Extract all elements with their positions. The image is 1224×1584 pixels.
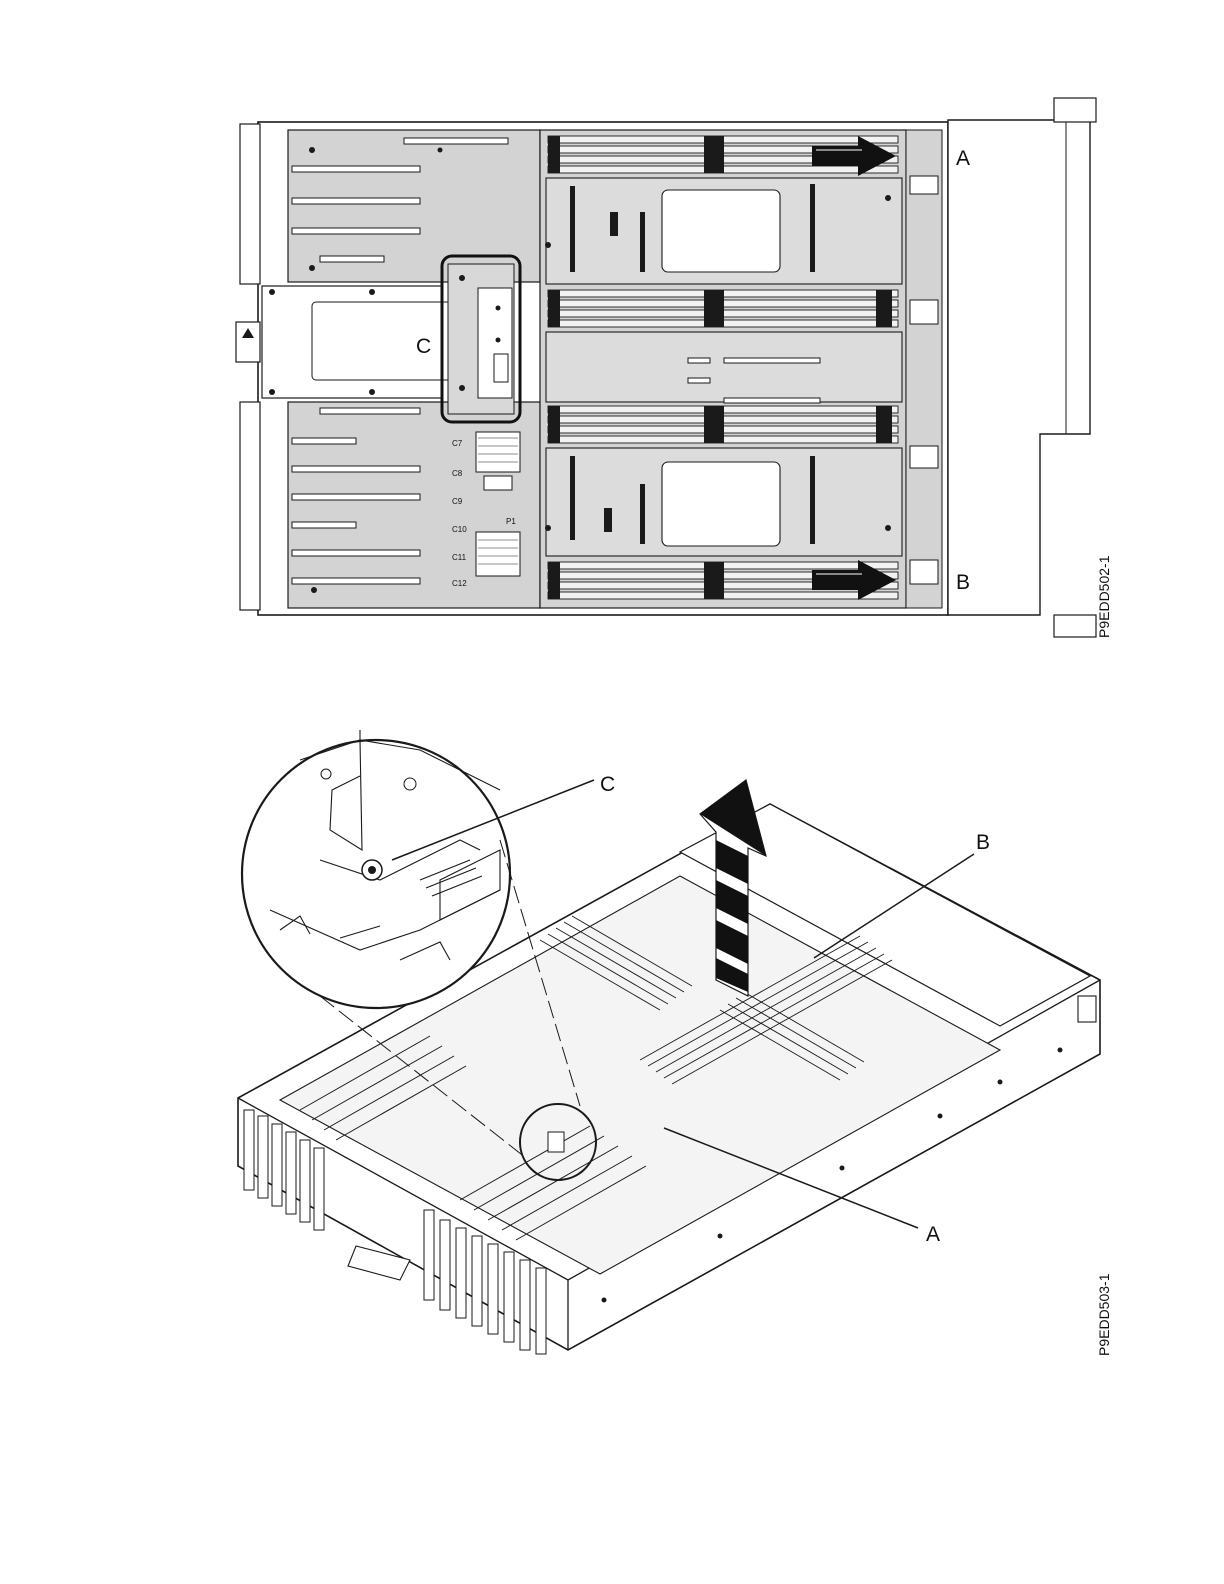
callout-a-label-iso: A: [926, 1224, 940, 1245]
slot-label-c7: C7: [452, 440, 462, 448]
isometric-view-figure: C B A P9EDD503-1: [0, 680, 1224, 1400]
callout-c-label-iso: C: [600, 774, 615, 795]
figure-id-top: P9EDD502-1: [1096, 556, 1112, 639]
right-edge-strip: [906, 130, 942, 608]
slot-label-c8: C8: [452, 470, 462, 478]
callout-b-label: B: [956, 572, 970, 593]
top-view-figure: A B C C7 C8 C9 C10 C11 C12 P1 P9EDD502-1: [0, 0, 1224, 680]
left-bracket-upper: [240, 124, 260, 284]
psu-bay: [948, 120, 1090, 615]
callout-a-label: A: [956, 148, 970, 169]
callout-b-label-iso: B: [976, 832, 990, 853]
callout-c-label: C: [416, 336, 431, 357]
system-board-top-view: [0, 0, 1224, 680]
slot-label-c11: C11: [452, 554, 466, 562]
figure-id-bottom: P9EDD503-1: [1096, 1274, 1112, 1357]
psu-handle-bottom: [1054, 615, 1096, 637]
slot-label-c9: C9: [452, 498, 462, 506]
slot-label-c12: C12: [452, 580, 467, 588]
left-bracket-lower: [240, 402, 260, 610]
center-plate-window: [312, 302, 468, 380]
slot-label-p1: P1: [506, 518, 516, 526]
slot-label-c10: C10: [452, 526, 467, 534]
psu-handle-top: [1054, 98, 1096, 122]
